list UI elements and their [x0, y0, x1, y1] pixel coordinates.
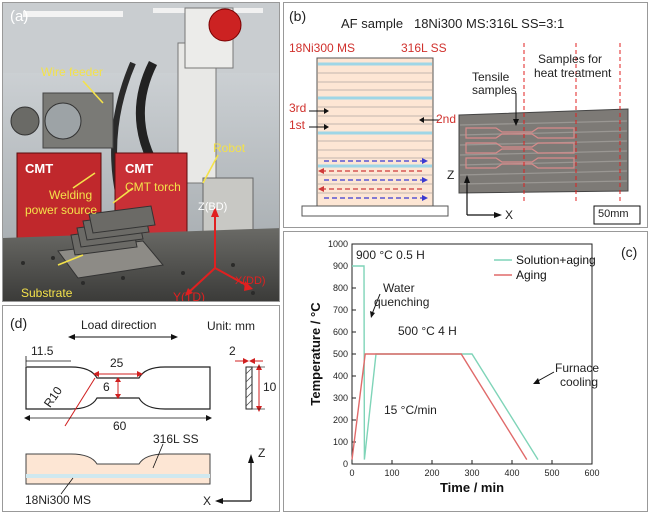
cmt-logo-2: CMT [125, 161, 153, 176]
tensile-label-2: samples [472, 83, 517, 97]
axis-z: Z [447, 168, 455, 182]
ss-label-d: 316L SS [153, 432, 199, 446]
ss-label: 316L SS [401, 41, 447, 55]
x-tick-label: 0 [349, 468, 354, 478]
panel-b-label: (b) [289, 8, 307, 24]
callout-welding-2: power source [25, 203, 98, 217]
y-tick-label: 800 [333, 283, 348, 293]
anno-furnace-2: cooling [560, 375, 599, 389]
ms-label: 18Ni300 MS [289, 41, 356, 55]
panel-a-photo: CMT CMT [2, 2, 280, 302]
specimen-drawing [24, 334, 265, 504]
panel-b-title: AF sample 18Ni300 MS:316L SS=3:1 [341, 16, 565, 31]
anno-aging: 500 °C 4 H [398, 324, 457, 338]
y-tick-label: 600 [333, 327, 348, 337]
callout-welding-1: Welding [49, 188, 93, 202]
legend-label: Aging [516, 268, 547, 282]
dim-25: 25 [110, 356, 124, 370]
x-axis-title: Time / min [440, 480, 504, 495]
panel-c-chart: 0 100 200 300 400 500 600 0 100 200 300 400 500 600 70… [283, 231, 648, 512]
panel-c-label: (c) [621, 244, 638, 260]
y-tick-label: 0 [343, 459, 348, 469]
anno-quench-1: Water [383, 281, 415, 295]
scale-bar-label: 50mm [598, 208, 629, 220]
axis-x-dd: X(DD) [235, 275, 266, 287]
layer-3rd: 3rd [289, 101, 307, 115]
axis-y-td: Y(TD) [173, 290, 205, 302]
y-tick-label: 300 [333, 393, 348, 403]
dim-2: 2 [229, 344, 236, 358]
x-tick-label: 500 [544, 468, 559, 478]
y-tick-label: 100 [333, 437, 348, 447]
callout-robot: Robot [213, 141, 246, 155]
quench-arrow-head [370, 311, 375, 318]
axis-x: X [505, 208, 514, 222]
layer-1st: 1st [289, 118, 306, 132]
load-direction-label: Load direction [81, 318, 157, 332]
callout-wire-feeder: Wire feeder [41, 65, 104, 79]
y-tick-label: 900 [333, 261, 348, 271]
dim-10: 10 [263, 380, 277, 394]
x-tick-label: 400 [504, 468, 519, 478]
cmt-logo-1: CMT [25, 161, 53, 176]
axis-x-d: X [203, 494, 212, 508]
panel-d-specimen: (d) Unit: mm Load direction 11.5 25 2 6 … [2, 305, 280, 512]
anno-rate: 15 °C/min [384, 403, 437, 417]
furnace-arrow-head [533, 378, 540, 384]
series-line-aging [351, 353, 528, 460]
panel-b-sample: (b) AF sample 18Ni300 MS:316L SS=3:1 18N… [283, 2, 648, 228]
anno-quench-2: quenching [374, 295, 430, 309]
setup-photo-illustration: CMT CMT [3, 3, 279, 301]
series-line-solution-aging [352, 265, 539, 460]
y-tick-label: 500 [333, 349, 348, 359]
anno-furnace-1: Furnace [555, 361, 600, 375]
heat-label-1: Samples for [538, 52, 603, 66]
quench-arrow [371, 293, 381, 315]
x-tick-label: 200 [424, 468, 439, 478]
y-tick-label: 700 [333, 305, 348, 315]
y-axis-title: Temperature / °C [308, 302, 323, 406]
axis-z-d: Z [258, 446, 266, 460]
y-tick-label: 400 [333, 371, 348, 381]
dim-60: 60 [113, 419, 127, 433]
x-tick-label: 100 [384, 468, 399, 478]
panel-d-label: (d) [10, 315, 28, 331]
y-tick-label: 200 [333, 415, 348, 425]
sample-schematic [301, 43, 641, 225]
x-tick-label: 600 [584, 468, 599, 478]
x-tick-label: 300 [464, 468, 479, 478]
axis-z-bd: Z(BD) [198, 201, 228, 213]
y-tick-label: 1000 [328, 239, 348, 249]
panel-a-label: (a) [10, 8, 29, 25]
layer-2nd: 2nd [436, 112, 457, 126]
tensile-label-1: Tensile [472, 70, 510, 84]
furnace-arrow [535, 371, 555, 383]
dim-11-5: 11.5 [31, 344, 54, 358]
heat-treatment-chart: 0 100 200 300 400 500 600 0 100 200 300 400 500 600 70… [308, 239, 600, 495]
heat-label-2: heat treatment [534, 66, 612, 80]
unit-label: Unit: mm [207, 319, 255, 333]
legend-label: Solution+aging [516, 253, 596, 267]
callout-substrate: Substrate [21, 286, 73, 300]
callout-cmt-torch: CMT torch [125, 180, 181, 194]
dim-6: 6 [103, 380, 110, 394]
ms-label-d: 18Ni300 MS [25, 493, 92, 507]
anno-solution: 900 °C 0.5 H [356, 248, 425, 262]
